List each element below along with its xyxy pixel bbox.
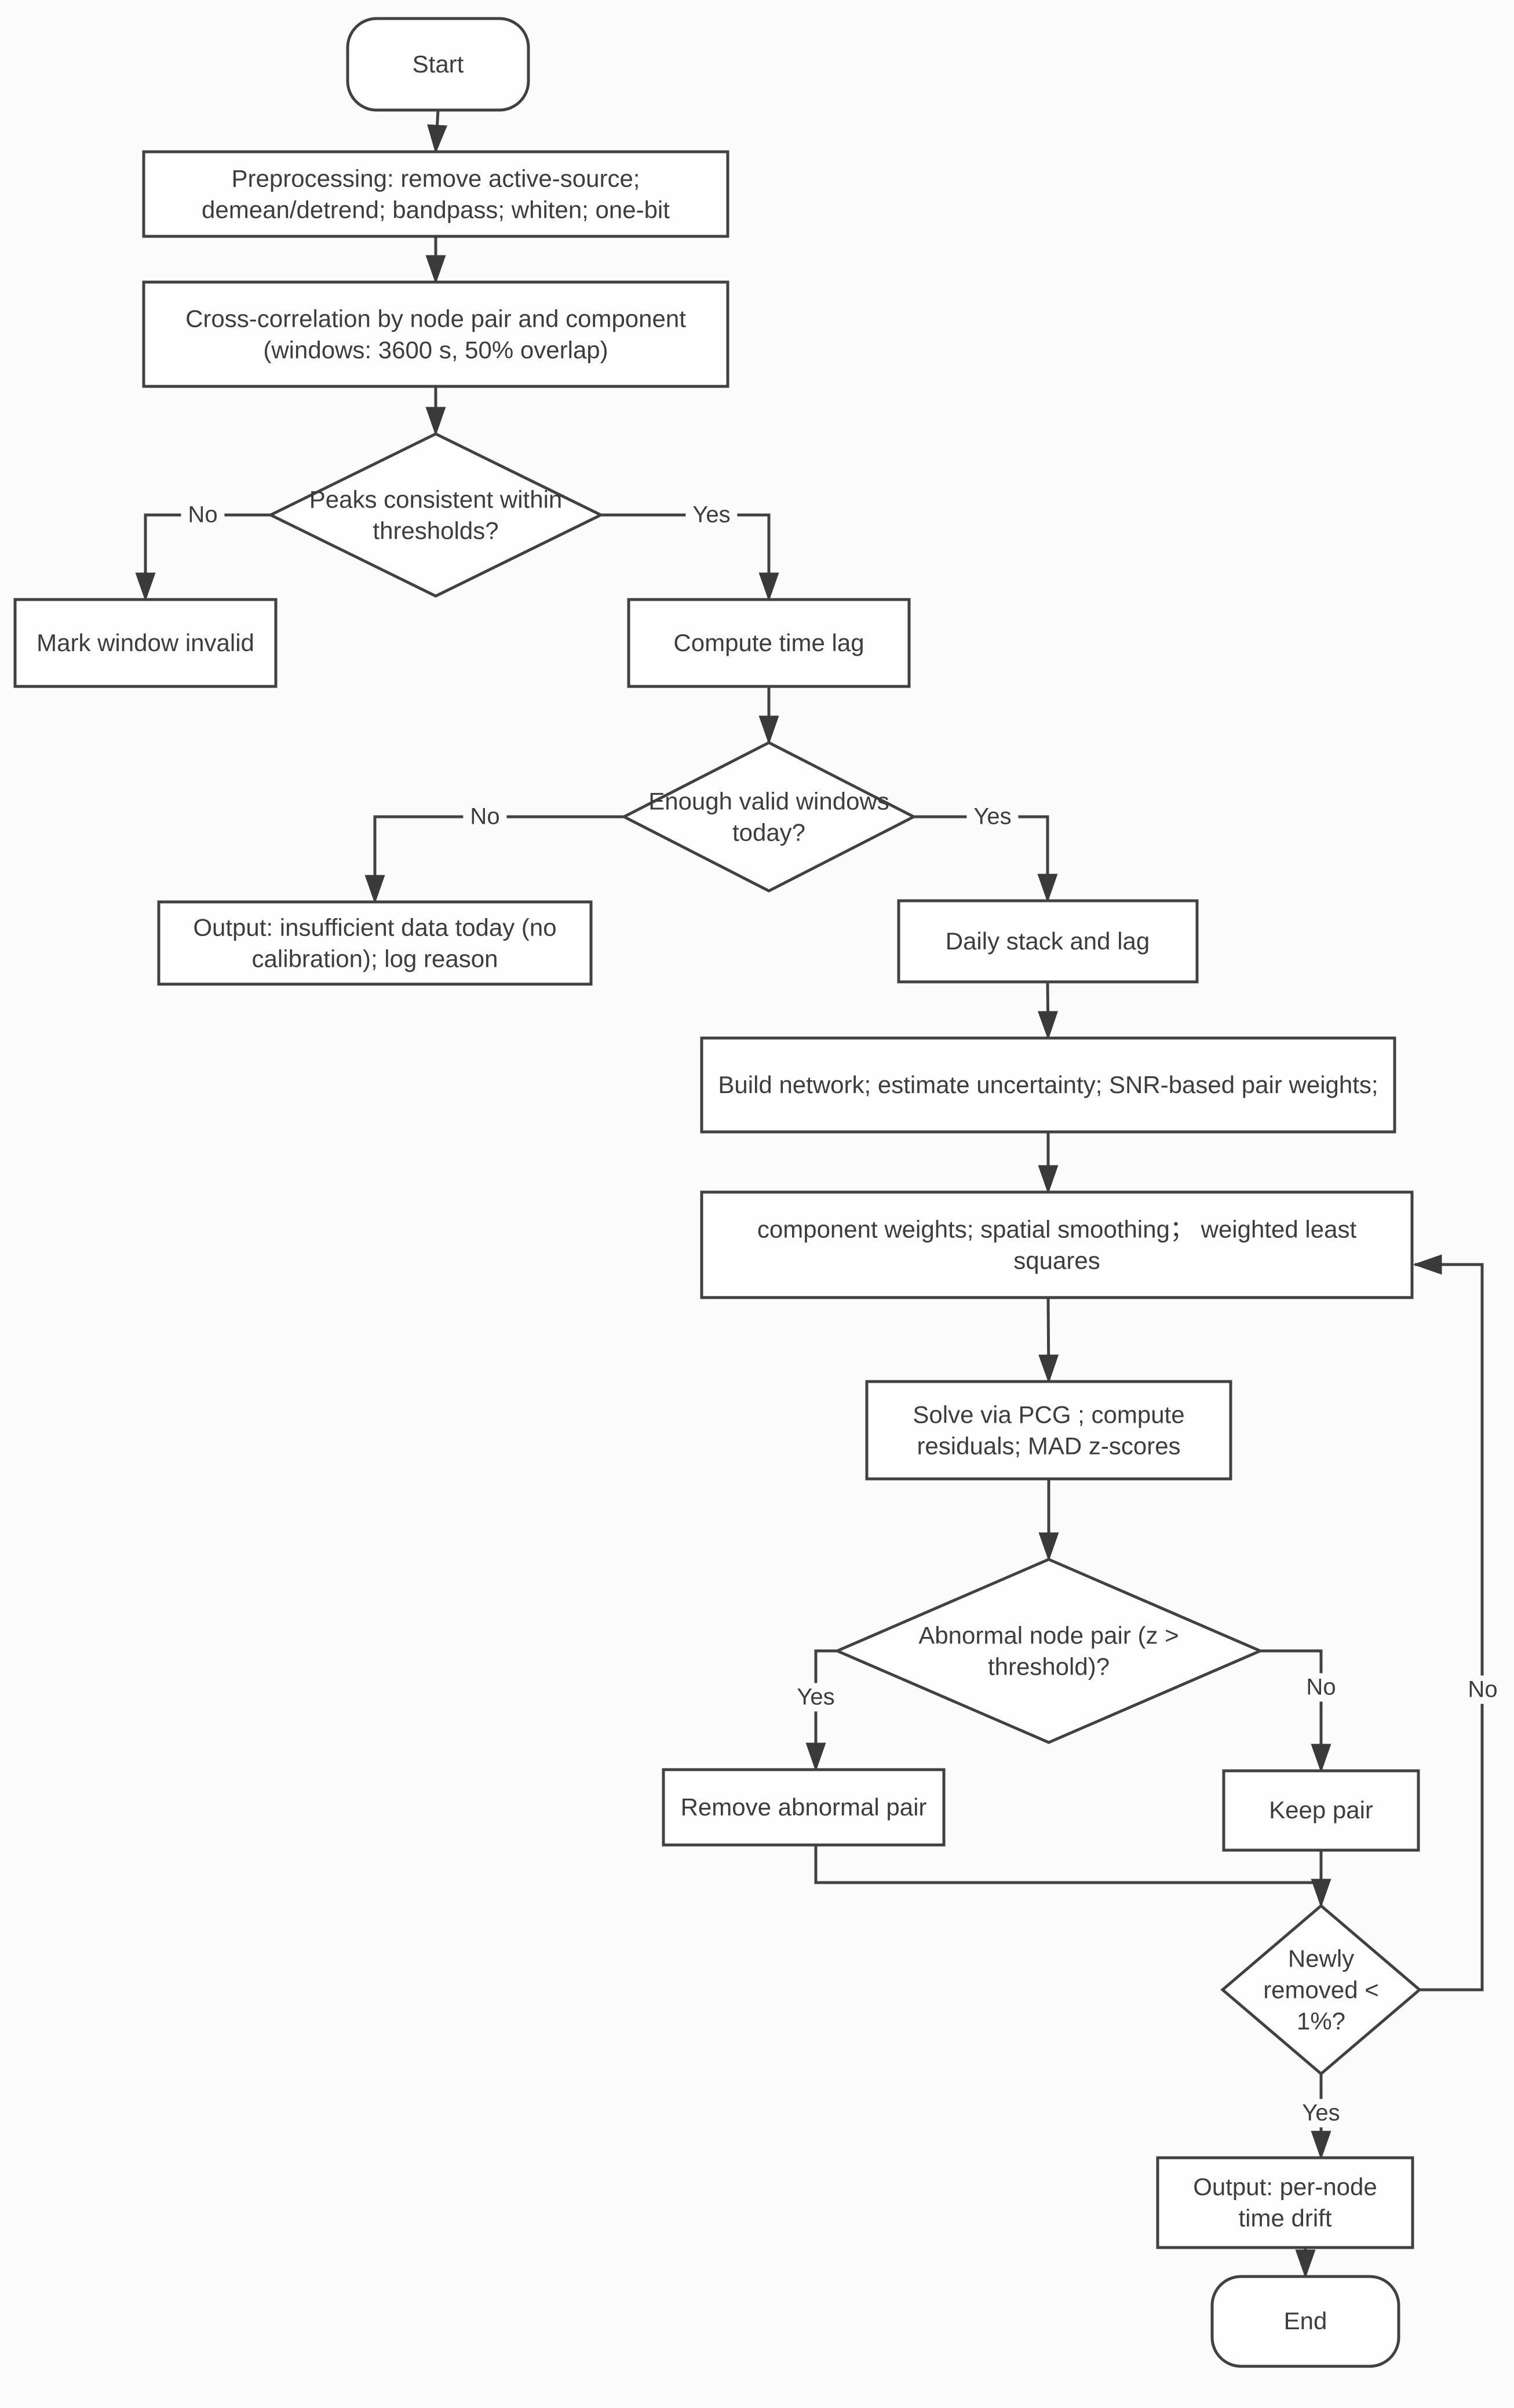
preprocessing-label: Preprocessing: remove active-source; dem… (202, 165, 670, 223)
edge-start-preprocessing (427, 109, 448, 154)
mark-window-invalid-label: Mark window invalid (37, 629, 254, 657)
edge-abnormal-yes-removepair (805, 1649, 837, 1772)
edge-peaks-yes-computelag (601, 513, 779, 602)
compute-time-lag-label: Compute time lag (673, 629, 864, 657)
keep-pair-node (1222, 1769, 1420, 1852)
newly-removed-decision (1220, 1903, 1422, 2076)
insufficient-data-node (157, 900, 593, 986)
solve-pcg-node (865, 1380, 1232, 1481)
daily-stack-label: Daily stack and lag (945, 927, 1150, 955)
edge-label-peaks-no: No (181, 500, 225, 529)
enough-windows-label: Enough valid windows today? (648, 787, 889, 846)
cross-correlation-label: Cross-correlation by node pair and compo… (185, 305, 686, 363)
edge-label-peaks-yes: Yes (685, 500, 738, 529)
edge-peaks-no-markinvalid (135, 513, 271, 602)
keep-pair-label: Keep pair (1269, 1796, 1373, 1824)
edge-label-loop-no: No (1461, 1675, 1505, 1704)
edge-label-abnormal-yes: Yes (790, 1683, 842, 1712)
edge-label-newly-yes: Yes (1295, 2099, 1347, 2128)
build-network-label: Build network; estimate uncertainty; SNR… (718, 1071, 1378, 1099)
edge-enough-yes-dailystack (914, 815, 1058, 903)
edge-label-abnormal-no: No (1299, 1673, 1343, 1702)
daily-stack-node (897, 899, 1199, 984)
remove-pair-label: Remove abnormal pair (680, 1793, 927, 1821)
output-drift-node (1156, 2156, 1414, 2249)
enough-windows-decision (621, 741, 917, 893)
start-node (346, 17, 530, 112)
end-label: End (1283, 2307, 1327, 2335)
edge-newlyremoved-no-loopback (1413, 1254, 1484, 1992)
preprocessing-node (142, 150, 729, 238)
edge-removepair-merge (814, 1845, 1321, 1884)
edge-label-enough-no: No (463, 802, 507, 831)
insufficient-data-label: Output: insufficient data today (no cali… (193, 913, 557, 972)
edge-enough-no-insufficient (364, 815, 624, 904)
cross-correlation-node (142, 280, 729, 388)
output-drift-label: Output: per-node time drift (1193, 2173, 1377, 2231)
compute-time-lag-node (627, 598, 911, 688)
abnormal-pair-label: Abnormal node pair (z > threshold)? (918, 1621, 1179, 1680)
start-label: Start (412, 50, 464, 78)
solve-pcg-label: Solve via PCG ; compute residuals; MAD z… (913, 1401, 1185, 1459)
edge-label-enough-yes: Yes (966, 802, 1019, 831)
peaks-consistent-decision (267, 432, 604, 598)
mark-window-invalid-node (13, 598, 278, 688)
build-network-node (700, 1036, 1396, 1134)
newly-removed-label: Newly removed < 1%? (1263, 1945, 1379, 2034)
component-weights-node (700, 1190, 1414, 1299)
component-weights-label: component weights; spatial smoothing； we… (757, 1215, 1357, 1274)
end-node (1210, 2275, 1400, 2368)
peaks-consistent-label: Peaks consistent within thresholds? (309, 485, 563, 544)
remove-pair-node (662, 1768, 946, 1847)
abnormal-pair-decision (833, 1558, 1264, 1744)
edge-abnormal-no-keeppair (1260, 1649, 1331, 1773)
edge-componentweights-solvepcg (1038, 1297, 1059, 1384)
